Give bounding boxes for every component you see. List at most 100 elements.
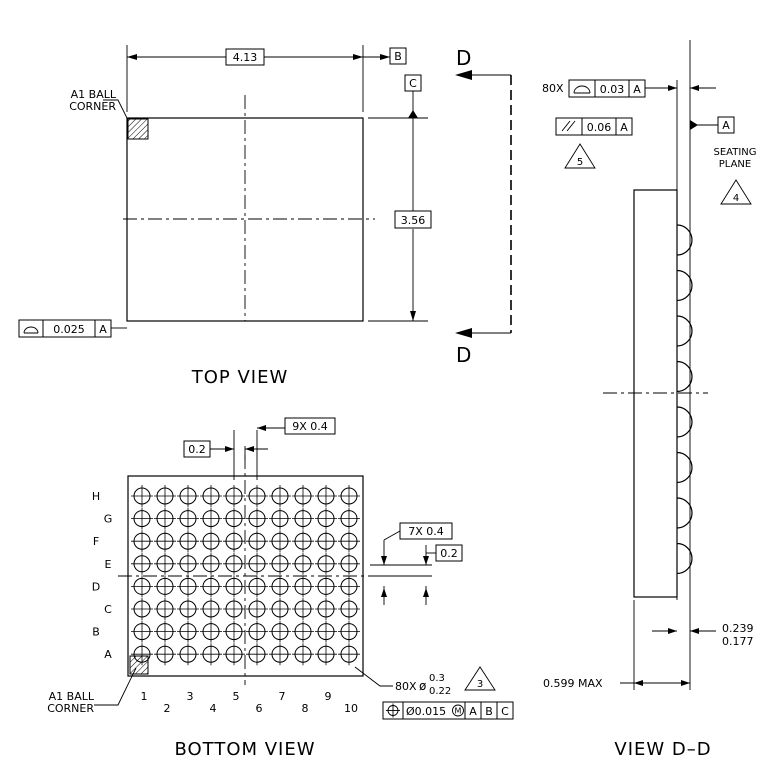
row-offset-dimension: 0.2	[440, 547, 458, 560]
top-view-title: TOP VIEW	[191, 367, 289, 388]
top-width-dimension: 4.13	[233, 51, 258, 64]
arrowhead	[225, 446, 234, 452]
note-4-number: 4	[733, 193, 739, 204]
side-solder-ball	[676, 451, 693, 484]
side-solder-ball	[676, 406, 693, 438]
column-label: 3	[187, 690, 194, 703]
arrowhead	[681, 680, 690, 686]
arrowhead	[410, 311, 416, 321]
col-pitch-box	[284, 417, 336, 435]
arrowhead	[423, 556, 429, 565]
parallelism-icon-b	[566, 120, 576, 132]
column-label: 10	[344, 702, 358, 715]
arrowhead	[381, 588, 387, 597]
column-label: 2	[164, 702, 171, 715]
flatness-datum: A	[99, 323, 107, 336]
ball-grid	[131, 485, 360, 666]
profile-value: 0.03	[600, 83, 625, 96]
row-label: D	[92, 580, 100, 593]
side-solder-ball	[676, 360, 693, 393]
height-dim-box	[394, 210, 432, 229]
arrowhead	[423, 588, 429, 597]
datum-b-box	[389, 47, 407, 65]
parallel-symbol-cell	[555, 117, 583, 136]
col-pitch-dimension: 9X 0.4	[292, 420, 328, 433]
flatness-datum-cell	[94, 319, 112, 338]
row-label: F	[93, 535, 99, 548]
fcf-datum-a: A	[469, 705, 477, 718]
arrowhead	[127, 54, 137, 60]
bottom-view-title: BOTTOM VIEW	[174, 739, 315, 760]
arrowhead	[690, 628, 699, 634]
side-solder-ball	[676, 269, 693, 302]
ball-dia-symbol: ø	[419, 679, 426, 693]
section-letter-bottom: D	[456, 343, 471, 367]
arrowhead	[634, 680, 643, 686]
top-corner-leader	[103, 99, 129, 121]
fcf-datum-c-cell	[496, 701, 514, 720]
arrowhead	[257, 425, 266, 431]
arrowhead	[381, 556, 387, 565]
profile-datum-cell	[628, 79, 646, 98]
view-dd-title: VIEW D–D	[614, 739, 711, 760]
note-3-number: 3	[477, 679, 483, 690]
profile-count: 80X	[542, 82, 564, 95]
package-side-body	[633, 189, 678, 598]
ball-count: 80X	[395, 680, 417, 693]
row-pitch-leader-2	[383, 530, 401, 541]
ball-dia-max: 0.3	[429, 673, 445, 684]
surface-profile-icon	[23, 326, 39, 334]
row-label: C	[104, 603, 112, 616]
side-solder-ball	[676, 542, 693, 575]
arrowhead	[353, 54, 363, 60]
row-label: H	[92, 490, 100, 503]
width-dim-box	[225, 48, 265, 66]
view-d-d: 80X 0.03 A 0.06 A 5 A SEATING PLANE 4	[542, 40, 757, 760]
col-offset-box	[183, 440, 211, 458]
profile-symbol-cell	[568, 79, 596, 98]
mmc-icon-glyph: M	[455, 707, 462, 716]
row-label: A	[104, 648, 112, 661]
column-label: 1	[141, 690, 148, 703]
ball-dia-min: 0.22	[429, 686, 451, 697]
arrowhead	[380, 54, 390, 60]
datum-c-triangle	[408, 110, 418, 118]
col-offset-dimension: 0.2	[188, 443, 206, 456]
standoff-min: 0.177	[722, 635, 754, 648]
seating-plane-label-line1: SEATING	[713, 147, 756, 158]
column-label: 6	[256, 702, 263, 715]
side-solder-ball	[676, 315, 693, 347]
row-offset-box	[435, 544, 463, 562]
side-solder-balls	[676, 224, 693, 575]
ball-callout-leader	[354, 666, 393, 687]
column-label: 7	[279, 690, 286, 703]
column-label: 8	[302, 702, 309, 715]
top-view: 4.13 B C 3.56 A1 BALL CORNER 0.025 A D	[18, 45, 512, 388]
row-pitch-dimension: 7X 0.4	[408, 525, 444, 538]
flatness-symbol-cell	[18, 319, 44, 338]
parallel-datum: A	[620, 121, 628, 134]
row-label: G	[104, 513, 113, 526]
profile-datum: A	[633, 83, 641, 96]
profile-of-surface-icon	[573, 85, 591, 94]
position-tolerance-value: Ø0.015	[406, 705, 446, 718]
bottom-a1-corner-marker	[129, 655, 149, 675]
arrowhead	[245, 446, 254, 452]
flatness-value: 0.025	[53, 323, 85, 336]
arrowhead	[690, 85, 699, 91]
column-label: 5	[233, 690, 240, 703]
side-solder-ball	[676, 497, 693, 529]
column-label: 9	[325, 690, 332, 703]
fcf-datum-c: C	[501, 705, 509, 718]
standoff-max: 0.239	[722, 622, 754, 635]
section-arrow-top-head	[455, 70, 472, 80]
datum-c-label: C	[409, 77, 417, 90]
row-label: E	[105, 558, 112, 571]
section-arrow-bottom-head	[455, 328, 472, 338]
parallel-datum-cell	[615, 117, 633, 136]
datum-a-box	[717, 116, 735, 134]
